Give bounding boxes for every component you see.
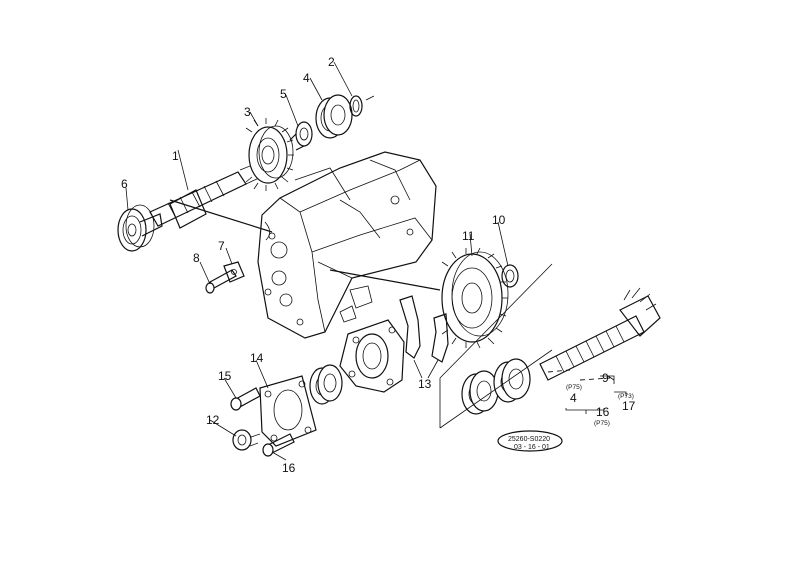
- callout-4-sub: 4: [570, 391, 577, 405]
- leader-lines: [125, 61, 615, 461]
- callout-numbers: 1 2 3 4 5 6 8 7 10 11 9 13 14 15 12 16: [121, 55, 609, 475]
- callout-7: 7: [218, 239, 225, 253]
- nut-12: [232, 429, 261, 451]
- plate-7: [223, 261, 245, 283]
- gear-6: [117, 204, 163, 252]
- callout-12: 12: [206, 413, 220, 427]
- snap-ring-10: [501, 264, 519, 288]
- assembly-axis-lines: [169, 95, 611, 429]
- callout-15: 15: [218, 369, 232, 383]
- callout-6-upper: 6: [121, 177, 128, 191]
- snap-ring-2: [349, 95, 363, 117]
- bearing-4: [315, 94, 353, 139]
- callout-4: 4: [303, 71, 310, 85]
- bolt-8: [205, 269, 237, 294]
- note-p75-upper: (P75): [566, 384, 582, 391]
- sleeve-5: [289, 121, 313, 151]
- callout-1: 1: [172, 149, 179, 163]
- cover-plate-14: [259, 375, 317, 447]
- gear-11: [441, 247, 509, 349]
- bearing-mid: [309, 364, 343, 405]
- callout-16-lower: 16: [282, 461, 296, 475]
- callout-5: 5: [280, 87, 287, 101]
- callout-17: 17: [622, 399, 636, 413]
- callout-14: 14: [250, 351, 264, 365]
- gear-3: [245, 118, 294, 191]
- gasket-13: [399, 295, 449, 363]
- callout-10: 10: [492, 213, 506, 227]
- callout-2: 2: [328, 55, 335, 69]
- callout-13: 13: [418, 377, 432, 391]
- subassembly-notes: (P75) 4 (P73) 17 16 (P75): [565, 384, 636, 427]
- callout-9: 9: [602, 371, 609, 385]
- drawing-stamp: 25260-S0220 03 - 16 - 01: [497, 430, 563, 452]
- callout-11: 11: [462, 229, 475, 243]
- note-p73: (P73): [618, 393, 634, 400]
- stamp-date: 03 - 16 - 01: [514, 444, 550, 451]
- transmission-housing: [257, 151, 437, 339]
- upper-shaft-assembly: [117, 94, 363, 252]
- bolt-15: [230, 387, 261, 411]
- callout-8: 8: [193, 251, 200, 265]
- stamp-code: 25260-S0220: [508, 436, 550, 443]
- bolt-16: [262, 433, 295, 457]
- bearing-pair: [461, 358, 531, 415]
- pinion-shaft-9: [539, 287, 661, 381]
- bearing-housing: [339, 319, 405, 393]
- callout-3: 3: [244, 105, 251, 119]
- callout-16-sub: 16: [596, 405, 610, 419]
- note-p75-lower: (P75): [594, 420, 610, 427]
